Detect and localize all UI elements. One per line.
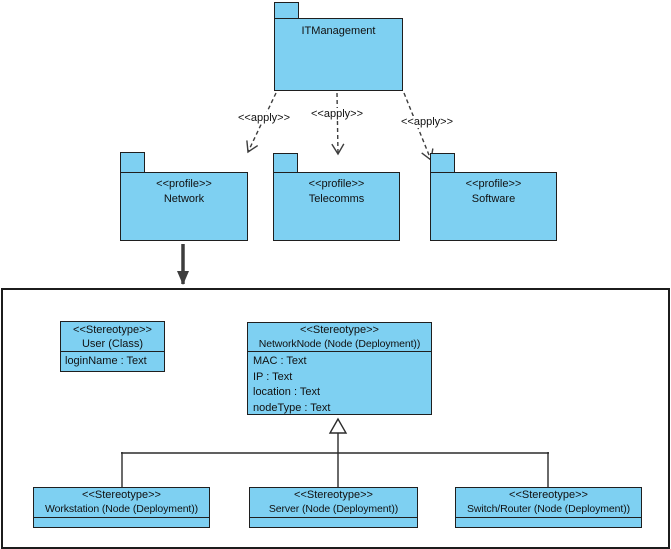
attribute: loginName : Text: [65, 355, 147, 367]
stereotype-header: <<Stereotype>> Switch/Router (Node (Depl…: [456, 488, 641, 517]
attributes-compartment: MAC : Text IP : Text location : Text nod…: [248, 351, 431, 418]
package-body: ITManagement: [274, 18, 403, 91]
stereotype-header: <<Stereotype>> User (Class): [61, 322, 164, 351]
package-body: <<profile>> Telecomms: [273, 172, 400, 241]
apply-label: <<apply>>: [237, 112, 291, 124]
apply-label: <<apply>>: [310, 108, 364, 120]
stereotype-keyword: <<Stereotype>>: [509, 489, 588, 501]
empty-compartment: [456, 517, 641, 527]
stereotype-name: Switch/Router (Node (Deployment)): [466, 502, 630, 515]
stereotype-keyword: <<Stereotype>>: [300, 324, 379, 336]
empty-compartment: [34, 517, 209, 527]
stereotype-keyword: <<Stereotype>>: [82, 489, 161, 501]
stereotype-header: <<Stereotype>> NetworkNode (Node (Deploy…: [248, 323, 431, 351]
apply-label: <<apply>>: [400, 116, 454, 128]
profile-stereotype: <<profile>>: [465, 178, 522, 190]
stereotype-switchrouter-box: <<Stereotype>> Switch/Router (Node (Depl…: [455, 487, 642, 528]
empty-compartment: [250, 517, 417, 527]
attribute: nodeType : Text: [253, 401, 331, 414]
stereotype-name: NetworkNode (Node (Deployment)): [258, 337, 421, 350]
package-name: Telecomms: [308, 193, 365, 205]
apply-arrow-network: [246, 92, 277, 154]
stereotype-name: User (Class): [81, 337, 144, 350]
stereotype-workstation-box: <<Stereotype>> Workstation (Node (Deploy…: [33, 487, 210, 528]
package-name: Software: [471, 193, 516, 205]
package-name: ITManagement: [301, 25, 376, 37]
stereotype-header: <<Stereotype>> Workstation (Node (Deploy…: [34, 488, 209, 517]
stereotype-keyword: <<Stereotype>>: [73, 324, 152, 336]
package-name: Network: [163, 193, 205, 205]
stereotype-header: <<Stereotype>> Server (Node (Deployment)…: [250, 488, 417, 517]
stereotype-user-box: <<Stereotype>> User (Class) loginName : …: [60, 321, 165, 372]
stereotype-name: Server (Node (Deployment)): [268, 502, 399, 515]
package-body: <<profile>> Network: [120, 172, 248, 241]
package-tab: [120, 152, 145, 173]
package-body: <<profile>> Software: [430, 172, 557, 241]
stereotype-name: Workstation (Node (Deployment)): [44, 502, 199, 515]
stereotype-server-box: <<Stereotype>> Server (Node (Deployment)…: [249, 487, 418, 528]
attribute: IP : Text: [253, 370, 293, 383]
profile-stereotype: <<profile>>: [156, 178, 212, 190]
package-tab: [274, 2, 299, 19]
attribute: MAC : Text: [253, 355, 307, 367]
package-tab: [273, 153, 298, 173]
stereotype-networknode-box: <<Stereotype>> NetworkNode (Node (Deploy…: [247, 322, 432, 415]
profile-stereotype: <<profile>>: [308, 178, 365, 190]
package-tab: [430, 153, 455, 173]
stereotype-keyword: <<Stereotype>>: [294, 489, 373, 501]
attribute: location : Text: [253, 386, 321, 398]
attributes-compartment: loginName : Text: [61, 351, 164, 372]
apply-arrow-telecomms: [331, 92, 345, 156]
